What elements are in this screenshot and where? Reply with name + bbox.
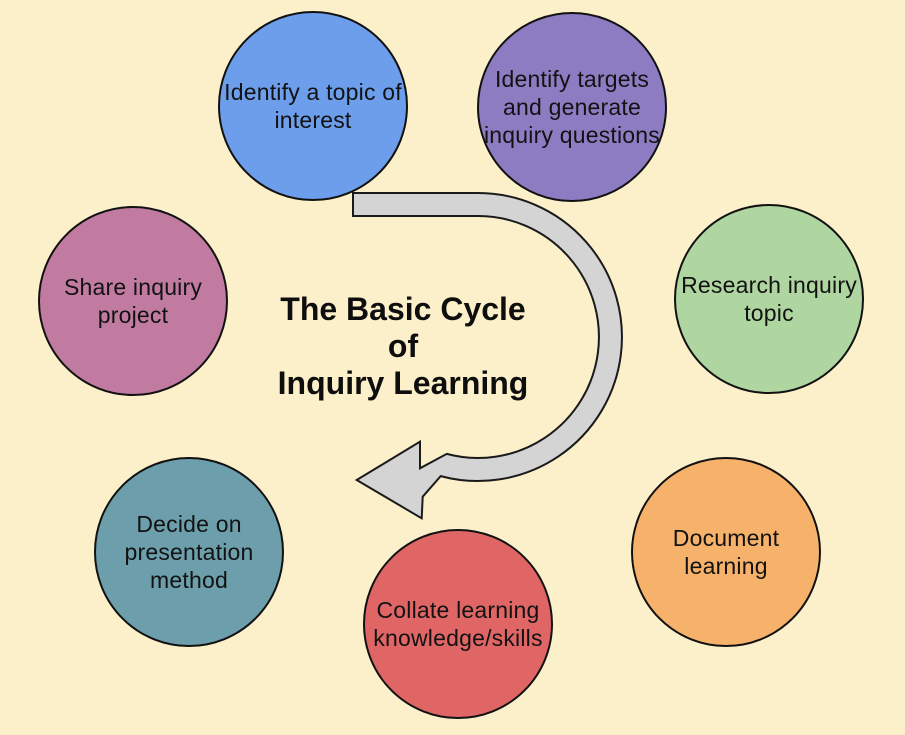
- node-decide-presentation: Decide on presentation method: [94, 457, 284, 647]
- cycle-arrow-shape: [352, 192, 623, 521]
- node-document-learning: Document learning: [631, 457, 821, 647]
- node-label: Share inquiry project: [63, 274, 203, 328]
- node-label: Collate learning knowledge/skills: [373, 597, 543, 651]
- node-identify-targets: Identify targets and generate inquiry qu…: [477, 12, 667, 202]
- node-label: Document learning: [672, 525, 780, 579]
- node-share-project: Share inquiry project: [38, 206, 228, 396]
- node-label: Research inquiry topic: [681, 272, 857, 326]
- node-label: Identify a topic of interest: [224, 79, 402, 133]
- node-label: Decide on presentation method: [124, 511, 254, 593]
- node-research-topic: Research inquiry topic: [674, 204, 864, 394]
- node-collate-learning: Collate learning knowledge/skills: [363, 529, 553, 719]
- node-label: Identify targets and generate inquiry qu…: [483, 66, 660, 148]
- diagram-title: The Basic Cycle of Inquiry Learning: [277, 291, 529, 401]
- node-identify-topic: Identify a topic of interest: [218, 11, 408, 201]
